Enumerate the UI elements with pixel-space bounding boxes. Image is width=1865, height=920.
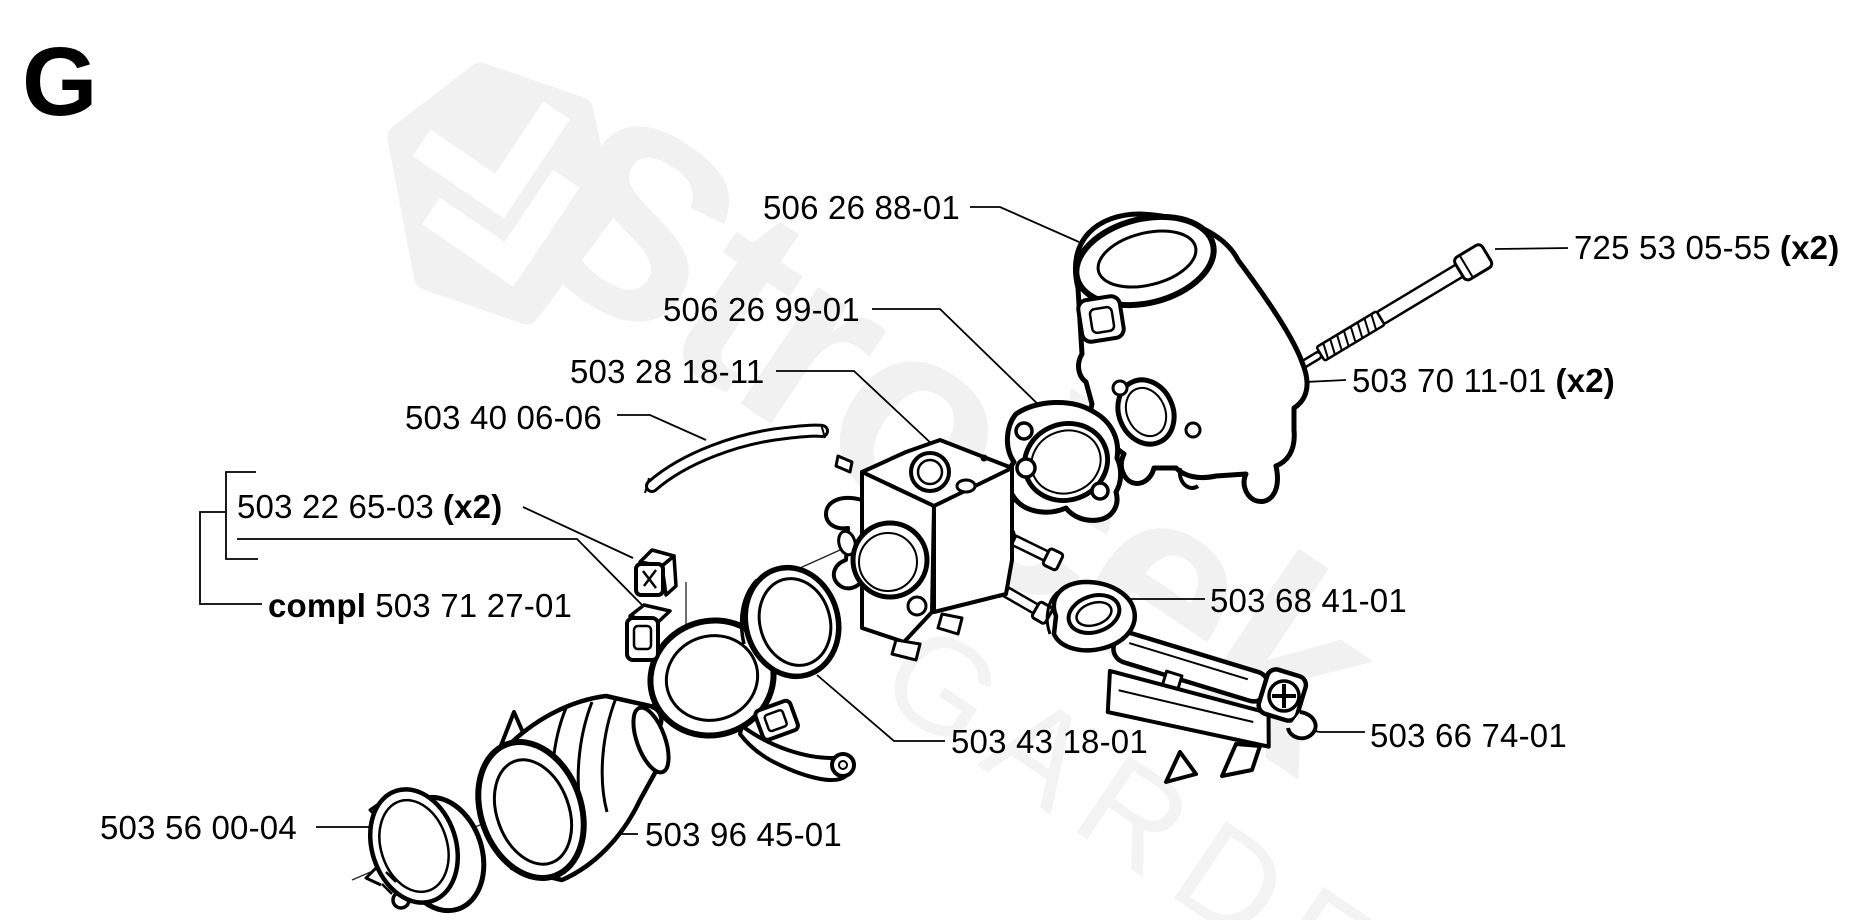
part-number: 503 56 00-04 bbox=[100, 809, 297, 846]
part-number: 503 22 65-03 bbox=[237, 488, 434, 525]
label-qty: (x2) bbox=[1779, 229, 1840, 266]
part-number: 503 68 41-01 bbox=[1210, 582, 1407, 619]
part-intake-boot bbox=[475, 693, 671, 883]
part-number: 506 26 99-01 bbox=[663, 291, 860, 328]
label-inlet-flange: 503 68 41-01 bbox=[1210, 582, 1407, 619]
label-cap-ring: 503 56 00-04 bbox=[100, 809, 297, 846]
part-gasket bbox=[1005, 400, 1124, 523]
label-square-nut: 503 22 65-03(x2) bbox=[237, 488, 503, 525]
part-number: 506 26 88-01 bbox=[763, 189, 960, 226]
label-qty: (x2) bbox=[442, 488, 503, 525]
section-letter: G bbox=[22, 27, 98, 136]
part-pump-bracket bbox=[1105, 630, 1318, 784]
part-intake-cover bbox=[1073, 211, 1310, 504]
label-fuel-hose: 503 40 06-06 bbox=[405, 399, 602, 436]
label-qty: (x2) bbox=[1555, 362, 1615, 399]
part-number: 503 66 74-01 bbox=[1370, 717, 1567, 754]
part-number: 503 70 11-01 bbox=[1352, 362, 1547, 399]
part-inlet-flange bbox=[1045, 579, 1137, 653]
label-pump-bracket: 503 66 74-01 bbox=[1370, 717, 1567, 754]
label-carburetor: 503 28 18-11 bbox=[570, 353, 765, 390]
part-fuel-hose bbox=[644, 423, 829, 494]
label-screw-carb: 503 70 11-01(x2) bbox=[1352, 362, 1615, 399]
part-number: 503 28 18-11 bbox=[570, 353, 765, 390]
label-gasket: 506 26 99-01 bbox=[663, 291, 860, 328]
label-prefix: compl bbox=[268, 587, 367, 624]
part-cap-ring bbox=[364, 787, 487, 914]
label-intake-boot: 503 96 45-01 bbox=[645, 816, 842, 853]
part-clamp bbox=[625, 603, 856, 782]
part-number: 503 43 18-01 bbox=[951, 723, 1148, 760]
label-intake-cover: 506 26 88-01 bbox=[763, 189, 960, 226]
label-ring-seal: 503 43 18-01 bbox=[951, 723, 1148, 760]
part-number: 503 71 27-01 bbox=[375, 587, 573, 624]
part-square-nut bbox=[634, 548, 678, 597]
part-carburetor bbox=[824, 438, 1065, 662]
part-ring-seal bbox=[739, 564, 842, 680]
part-number: 503 40 06-06 bbox=[405, 399, 602, 436]
part-number: 725 53 05-55 bbox=[1574, 229, 1771, 266]
label-screw-long: 725 53 05-55(x2) bbox=[1574, 229, 1840, 266]
leader-lines bbox=[199, 206, 1569, 835]
watermark-logo-icon bbox=[387, 62, 615, 325]
part-number: 503 96 45-01 bbox=[645, 816, 842, 853]
